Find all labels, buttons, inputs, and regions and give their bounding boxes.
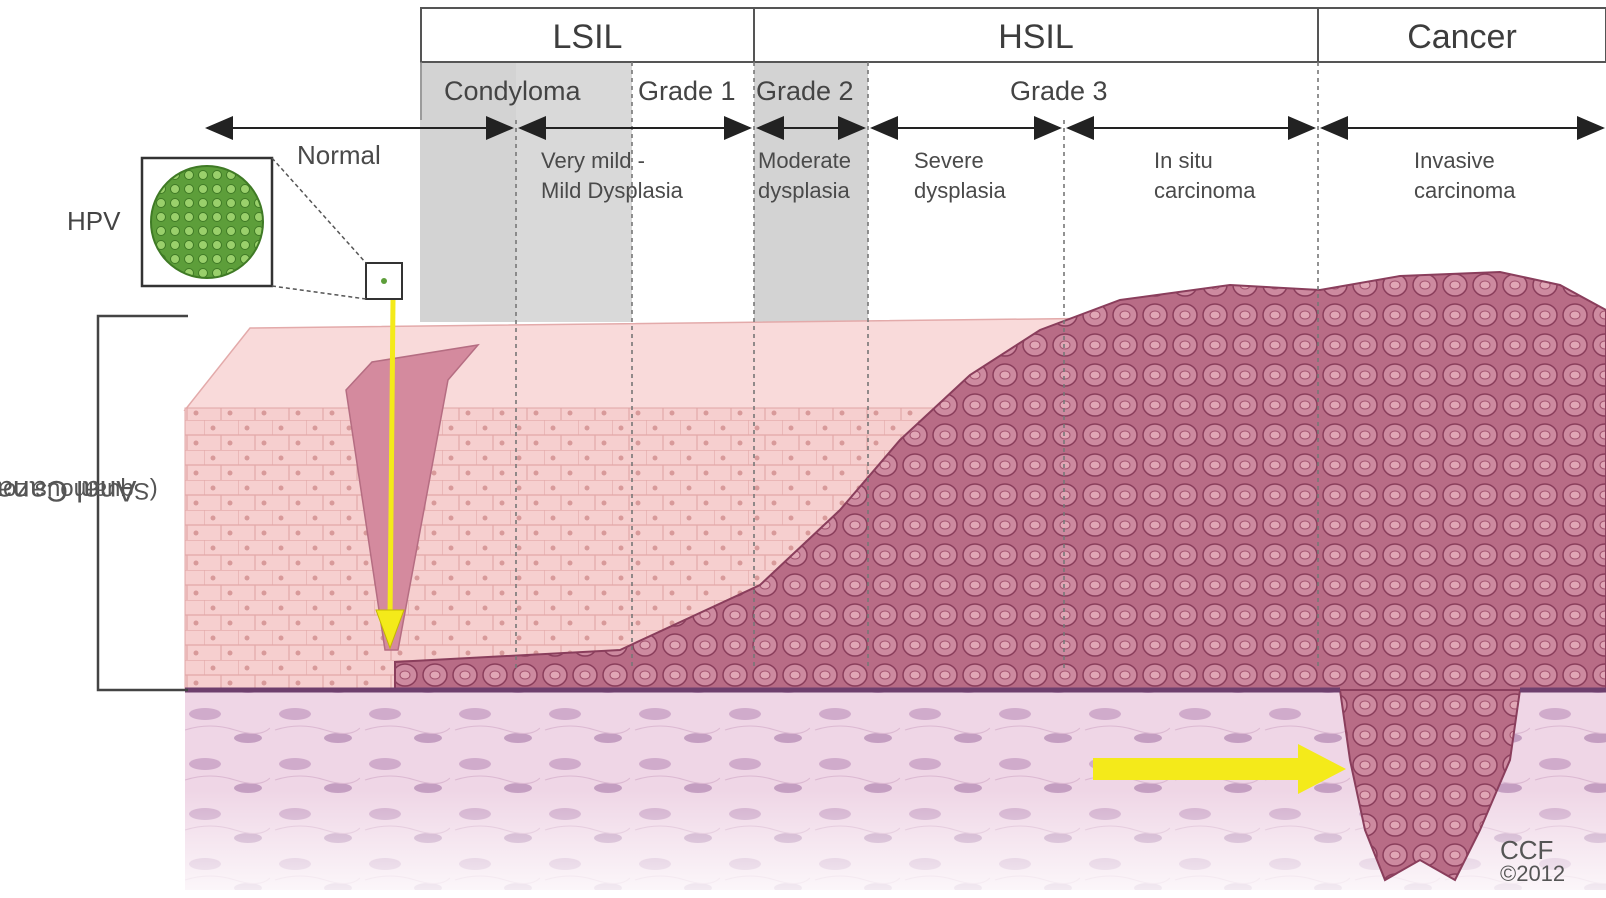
- desc-invasive: Invasive carcinoma: [1414, 146, 1515, 206]
- desc-invasive-line-1: Invasive: [1414, 146, 1515, 176]
- grade-label-condyloma: Condyloma: [444, 76, 581, 107]
- hpv-zoom-line-top: [272, 158, 366, 263]
- desc-severe: Severe dysplasia: [914, 146, 1006, 206]
- desc-moderate: Moderate dysplasia: [758, 146, 851, 206]
- hpv-zoom-dot: [381, 278, 387, 284]
- credit-line-2: ©2012: [1500, 862, 1565, 886]
- stage-label-cancer: Cancer: [1318, 14, 1606, 60]
- stage-label-lsil: LSIL: [421, 14, 754, 60]
- hpv-zoom-line-bottom: [272, 286, 366, 299]
- desc-severe-line-2: dysplasia: [914, 176, 1006, 206]
- desc-normal: Normal: [297, 140, 381, 170]
- hpv-infection-arrow-shaft: [390, 300, 393, 620]
- grade-label-grade3: Grade 3: [1010, 76, 1108, 107]
- desc-mild-line-2: Mild Dysplasia: [541, 176, 683, 206]
- credit-line-1: CCF: [1500, 838, 1565, 862]
- anal-canal-label: Anal Canal (Squamous zone): [18, 340, 108, 640]
- hpv-label: HPV: [67, 206, 120, 237]
- invasion-arrow-shaft: [1093, 758, 1303, 780]
- desc-invasive-line-2: carcinoma: [1414, 176, 1515, 206]
- desc-in-situ-line-1: In situ: [1154, 146, 1255, 176]
- desc-mild: Very mild - Mild Dysplasia: [541, 146, 683, 206]
- desc-in-situ-line-2: carcinoma: [1154, 176, 1255, 206]
- stage-label-hsil: HSIL: [754, 14, 1318, 60]
- desc-in-situ: In situ carcinoma: [1154, 146, 1255, 206]
- desc-moderate-line-1: Moderate: [758, 146, 851, 176]
- desc-mild-line-1: Very mild -: [541, 146, 683, 176]
- desc-moderate-line-2: dysplasia: [758, 176, 851, 206]
- credit: CCF ©2012: [1500, 838, 1565, 886]
- hpv-virus-particle: [151, 166, 263, 278]
- grade-label-grade2: Grade 2: [756, 76, 854, 107]
- desc-severe-line-1: Severe: [914, 146, 1006, 176]
- grade-label-grade1: Grade 1: [638, 76, 736, 107]
- anal-canal-subtitle: (Squamous zone): [0, 476, 158, 504]
